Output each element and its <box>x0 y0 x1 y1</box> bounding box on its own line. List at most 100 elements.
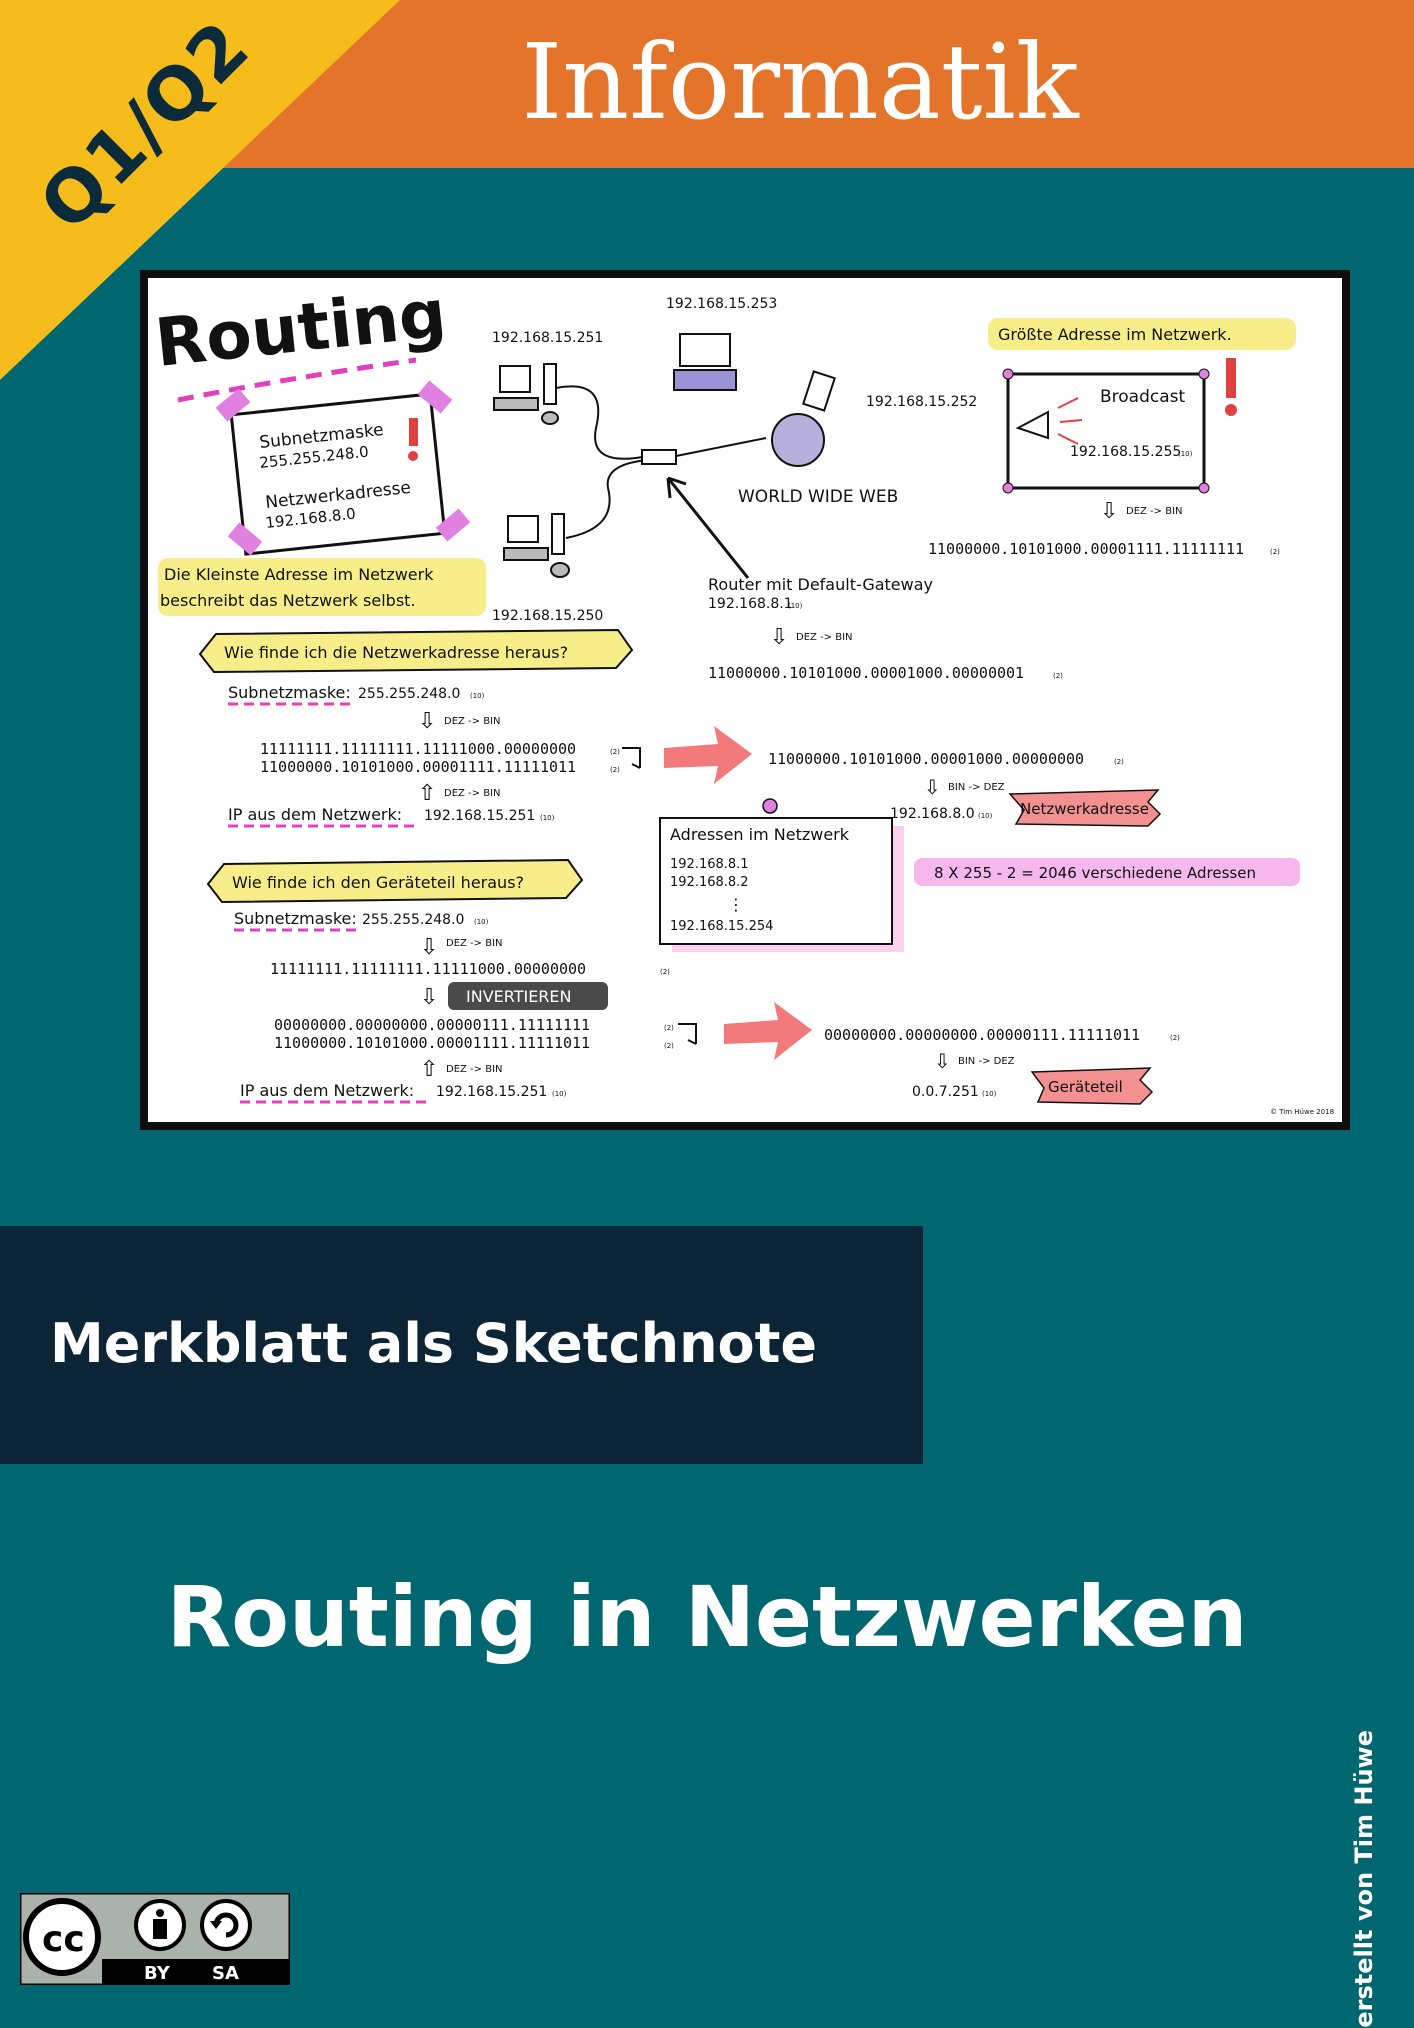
highlight-marker-3 <box>914 858 1300 886</box>
address-list-box <box>659 817 893 945</box>
svg-text:(10): (10) <box>540 814 555 822</box>
svg-text:(2): (2) <box>1170 1034 1180 1042</box>
share-alike-icon <box>200 1899 252 1951</box>
cc-icon <box>23 1898 101 1976</box>
svg-text:(2): (2) <box>1114 758 1124 766</box>
laptop-icon <box>673 333 737 391</box>
smallest-address-text: Die Kleinste Adresse im Netzwerk <box>164 565 434 584</box>
exclamation-icon <box>409 418 418 446</box>
s1-mask-value: 255.255.248.0 <box>358 686 460 702</box>
s1-binary-mask: 11111111.11111111.11111000.00000000 <box>260 740 576 758</box>
s1-ip-label: IP aus dem Netzwerk: <box>228 805 402 824</box>
svg-text:DEZ -> BIN: DEZ -> BIN <box>796 632 853 643</box>
s2-binary-ip: 11000000.10101000.00001111.11111011 <box>274 1034 590 1052</box>
down-arrow-icon: ⇩ <box>924 775 941 799</box>
svg-text:DEZ -> BIN: DEZ -> BIN <box>1126 506 1183 517</box>
smallest-address-text-2: beschreibt das Netzwerk selbst. <box>160 591 416 610</box>
banner-network-address: Wie finde ich die Netzwerkadresse heraus… <box>224 643 568 662</box>
svg-text:(10): (10) <box>552 1090 567 1098</box>
exclamation-icon-2 <box>1226 358 1236 398</box>
banner-device-part: Wie finde ich den Geräteteil heraus? <box>232 873 524 892</box>
s2-ip-label: IP aus dem Netzwerk: <box>240 1081 414 1100</box>
www-label: WORLD WIDE WEB <box>738 487 898 507</box>
svg-text:BIN -> DEZ: BIN -> DEZ <box>958 1056 1015 1067</box>
svg-text:(2): (2) <box>610 766 620 774</box>
svg-text:BY: BY <box>144 1963 171 1984</box>
s2-mask-label: Subnetzmaske: <box>234 909 357 928</box>
down-arrow-icon: ⇩ <box>770 625 788 650</box>
router-ip: 192.168.8.1 <box>708 596 793 612</box>
svg-text:(2): (2) <box>1053 672 1063 680</box>
broadcast-label: Broadcast <box>1100 387 1186 407</box>
svg-text:DEZ -> BIN: DEZ -> BIN <box>444 788 501 799</box>
svg-text:Geräteteil: Geräteteil <box>1048 1078 1123 1096</box>
s1-ip-value: 192.168.15.251 <box>424 808 535 824</box>
tablet-icon <box>802 370 836 412</box>
s1-result-binary: 11000000.10101000.00001000.00000000 <box>768 750 1084 768</box>
s2-ip-value: 192.168.15.251 <box>436 1084 547 1100</box>
svg-text:⋮: ⋮ <box>728 895 744 914</box>
subtitle-box <box>0 1226 923 1464</box>
tablet-ip: 192.168.15.252 <box>866 394 977 410</box>
megaphone-icon <box>1015 410 1049 440</box>
sketch-copyright: © Tim Hüwe 2018 <box>1270 1108 1334 1116</box>
svg-text:192.168.8.1: 192.168.8.1 <box>670 857 749 872</box>
svg-text:SA: SA <box>212 1963 239 1984</box>
svg-text:(10): (10) <box>474 918 489 926</box>
banner <box>198 628 634 674</box>
arrow-right-icon <box>664 726 752 784</box>
globe-icon <box>771 413 825 467</box>
sketchnote-image: Routing Subnetzmaske 255.255.248.0 Netzw… <box>140 270 1350 1130</box>
svg-text:DEZ -> BIN: DEZ -> BIN <box>446 938 503 949</box>
svg-text:INVERTIEREN: INVERTIEREN <box>466 987 572 1006</box>
router-binary: 11000000.10101000.00001000.00000001 <box>708 664 1024 682</box>
s1-binary-ip: 11000000.10101000.00001111.11111011 <box>260 758 576 776</box>
main-title: Routing in Netzwerken <box>166 1568 1248 1666</box>
svg-text:DEZ -> BIN: DEZ -> BIN <box>444 716 501 727</box>
svg-text:cc: cc <box>42 1919 85 1960</box>
desktop-computer-icon-2 <box>503 513 570 578</box>
svg-text:Netzwerkadresse: Netzwerkadresse <box>1020 800 1149 818</box>
subtitle: Merkblatt als Sketchnote <box>50 1312 818 1375</box>
highlight-marker <box>158 558 486 616</box>
down-arrow-icon: ⇩ <box>934 1049 951 1073</box>
svg-text:192.168.15.254: 192.168.15.254 <box>670 919 773 934</box>
down-arrow-icon: ⇩ <box>1100 499 1118 524</box>
down-arrow-icon: ⇩ <box>420 985 438 1010</box>
up-arrow-icon: ⇧ <box>420 1057 438 1082</box>
author-text: erstellt von Tim Hüwe <box>1350 1730 1378 2028</box>
laptop-ip: 192.168.15.253 <box>666 296 777 312</box>
svg-text:(10): (10) <box>978 812 993 820</box>
s2-result-binary: 00000000.00000000.00000111.11111011 <box>824 1026 1140 1044</box>
svg-text:(2): (2) <box>664 1024 674 1032</box>
s2-binary-mask: 11111111.11111111.11111000.00000000 <box>270 960 586 978</box>
svg-text:(2): (2) <box>610 748 620 756</box>
down-arrow-icon: ⇩ <box>420 935 438 960</box>
down-arrow-icon: ⇩ <box>418 709 436 734</box>
cc-by-sa-license-badge: cc BY SA <box>20 1893 290 1985</box>
s2-binary-inverted: 00000000.00000000.00000111.11111111 <box>274 1016 590 1034</box>
author-credit: erstellt von Tim Hüwe <box>1350 1730 1390 2028</box>
corner-triangle <box>0 0 400 380</box>
svg-text:(2): (2) <box>660 968 670 976</box>
banner-2 <box>206 858 584 904</box>
svg-text:(10): (10) <box>1178 450 1193 458</box>
s2-result-decimal: 0.0.7.251 <box>912 1084 979 1100</box>
svg-text:BIN -> DEZ: BIN -> DEZ <box>948 782 1005 793</box>
page-title: Informatik <box>521 21 1079 143</box>
formula-text: 8 X 255 - 2 = 2046 verschiedene Adressen <box>934 864 1256 882</box>
tag-device-part <box>1030 1067 1154 1105</box>
up-arrow-icon: ⇧ <box>418 781 436 806</box>
pc2-ip: 192.168.15.250 <box>492 608 603 624</box>
s1-result-decimal: 192.168.8.0 <box>890 806 975 822</box>
router-label: Router mit Default-Gateway <box>708 575 933 594</box>
router-icon <box>641 449 677 465</box>
invert-badge <box>448 982 608 1010</box>
svg-text:DEZ -> BIN: DEZ -> BIN <box>446 1064 503 1075</box>
largest-address-text: Größte Adresse im Netzwerk. <box>998 325 1232 344</box>
tag-network-address <box>1008 789 1162 827</box>
address-list-title: Adressen im Netzwerk <box>670 825 850 844</box>
sketch-heading: Routing <box>152 278 450 382</box>
heading-underline <box>177 357 417 403</box>
svg-text:(10): (10) <box>788 602 803 610</box>
